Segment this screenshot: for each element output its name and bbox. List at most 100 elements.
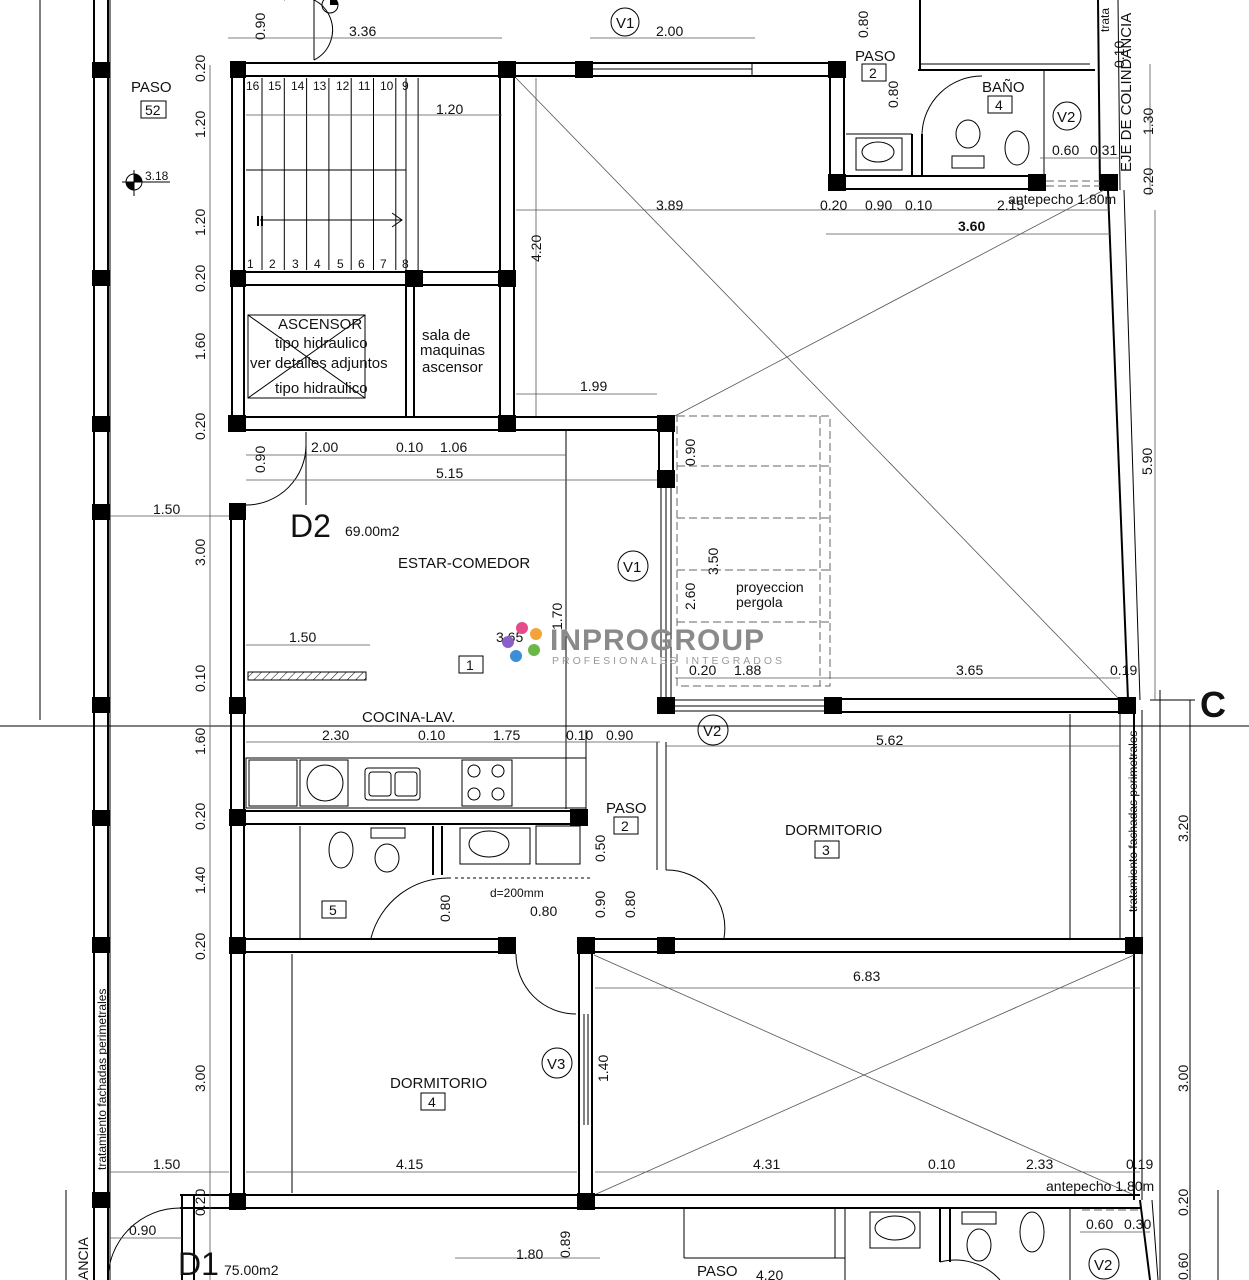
svg-text:2.60: 2.60	[682, 583, 698, 610]
machine-room-1: sala de	[422, 327, 470, 344]
pergola	[676, 415, 831, 687]
svg-text:0.31: 0.31	[1090, 142, 1117, 158]
svg-text:0.89: 0.89	[557, 1231, 573, 1258]
void-diagonals	[515, 77, 1135, 1196]
window-v3: V3	[547, 1056, 565, 1073]
svg-text:3.00: 3.00	[192, 539, 208, 566]
room-dormitorio-3-number: 3	[822, 842, 830, 858]
svg-text:0.10: 0.10	[396, 439, 423, 455]
svg-text:2.15: 2.15	[997, 197, 1024, 213]
svg-text:0.19: 0.19	[1126, 1156, 1153, 1172]
svg-text:6: 6	[358, 257, 365, 271]
svg-text:1.06: 1.06	[440, 439, 467, 455]
window-v1-mid: V1	[623, 559, 641, 576]
svg-text:0.90: 0.90	[129, 1222, 156, 1238]
svg-text:1.99: 1.99	[580, 378, 607, 394]
room-number-boxes	[140, 63, 1013, 1111]
section-axis-c: C	[1200, 684, 1226, 725]
svg-text:16: 16	[246, 79, 260, 93]
pergola-label-1: proyeccion	[736, 579, 804, 595]
room-paso-2-top: PASO	[855, 48, 896, 65]
stair-core-walls	[228, 61, 846, 432]
window-v2-mid: V2	[703, 723, 721, 740]
room-paso-2-mid: PASO	[606, 800, 647, 817]
room-dormitorio-3: DORMITORIO	[785, 822, 882, 839]
svg-text:0.19: 0.19	[1110, 662, 1137, 678]
svg-text:14: 14	[291, 79, 305, 93]
unit-d2-code: D2	[290, 508, 331, 544]
svg-text:1.60: 1.60	[192, 728, 208, 755]
svg-text:0.50: 0.50	[592, 835, 608, 862]
svg-text:0.20: 0.20	[689, 662, 716, 678]
room-paso-2-top-number: 2	[869, 65, 877, 81]
svg-text:0.20: 0.20	[192, 55, 208, 82]
svg-text:1.75: 1.75	[493, 727, 520, 743]
room-paso-2-mid-number: 2	[621, 818, 629, 834]
watermark-logo: INPROGROUP PROFESIONALES INTEGRADOS	[502, 622, 782, 667]
svg-text:0.20: 0.20	[192, 413, 208, 440]
machine-room-3: ascensor	[422, 359, 483, 376]
svg-text:4: 4	[314, 257, 321, 271]
svg-text:2.30: 2.30	[322, 727, 349, 743]
dimension-lines	[110, 37, 1156, 1280]
svg-text:0.10: 0.10	[418, 727, 445, 743]
svg-text:0.20: 0.20	[1140, 168, 1156, 195]
antepecho-top: antepecho 1.80m	[1008, 191, 1116, 207]
svg-text:1.60: 1.60	[192, 333, 208, 360]
stair-treads	[246, 78, 419, 270]
svg-text:0.20: 0.20	[820, 197, 847, 213]
top-bathroom	[828, 0, 1118, 191]
room-estar-comedor: ESTAR-COMEDOR	[398, 555, 530, 572]
svg-text:2.00: 2.00	[311, 439, 338, 455]
svg-text:3.60: 3.60	[958, 218, 985, 234]
svg-text:3.50: 3.50	[705, 548, 721, 575]
svg-text:4.31: 4.31	[753, 1156, 780, 1172]
room-dormitorio-4-number: 4	[428, 1094, 436, 1110]
room-bano-4: BAÑO	[982, 79, 1025, 96]
svg-text:1.20: 1.20	[192, 209, 208, 236]
svg-text:1.50: 1.50	[153, 501, 180, 517]
svg-text:0.20: 0.20	[192, 933, 208, 960]
unit-d1-area: 75.00m2	[224, 1262, 279, 1278]
window-v2-top: V2	[1057, 109, 1075, 126]
svg-text:3.00: 3.00	[192, 1065, 208, 1092]
antepecho-bottom: antepecho 1.80m	[1046, 1178, 1154, 1194]
eje-colindancia: EJE DE COLINDANCIA	[1118, 13, 1135, 172]
stair-numbers: 16 15 14 13 12 11 10 9 1 2 3 4 5 6 7 8	[246, 79, 409, 271]
section-marker	[1150, 690, 1219, 1280]
svg-text:1.20: 1.20	[436, 101, 463, 117]
svg-text:4.20: 4.20	[528, 235, 544, 262]
svg-text:0.60: 0.60	[1052, 142, 1079, 158]
svg-text:0.90: 0.90	[592, 891, 608, 918]
svg-text:1.80: 1.80	[516, 1246, 543, 1262]
svg-text:0.90: 0.90	[682, 439, 698, 466]
svg-text:9: 9	[402, 79, 409, 93]
stair-arrow	[257, 212, 403, 228]
svg-text:1.50: 1.50	[289, 629, 316, 645]
elevator-label: ASCENSOR	[278, 316, 362, 333]
svg-text:1.70: 1.70	[549, 603, 565, 630]
svg-text:0.10: 0.10	[905, 197, 932, 213]
lower-walls	[107, 953, 1140, 1280]
fachada-right: tratamiento fachadas perimetrales	[1126, 731, 1140, 912]
svg-text:0.20: 0.20	[192, 803, 208, 830]
svg-text:5: 5	[337, 257, 344, 271]
svg-text:0.60: 0.60	[1086, 1216, 1113, 1232]
svg-text:0.10: 0.10	[1111, 41, 1127, 68]
window-tag-v2-top	[1052, 101, 1082, 131]
room-bano-4-number: 4	[995, 97, 1003, 113]
svg-text:1: 1	[247, 257, 254, 271]
svg-text:0.80: 0.80	[855, 11, 871, 38]
svg-text:0.20: 0.20	[192, 1189, 208, 1216]
svg-text:3.36: 3.36	[349, 23, 376, 39]
room-bano-5-number: 5	[329, 902, 337, 918]
svg-text:4.20: 4.20	[756, 1267, 783, 1280]
svg-text:5.15: 5.15	[436, 465, 463, 481]
window-v2-bottom: V2	[1094, 1257, 1112, 1274]
svg-text:0.80: 0.80	[885, 81, 901, 108]
svg-text:5.62: 5.62	[876, 732, 903, 748]
window-tag-v3	[541, 1047, 573, 1079]
svg-text:0.80: 0.80	[622, 891, 638, 918]
svg-text:12: 12	[336, 79, 350, 93]
svg-text:0.30: 0.30	[1124, 1216, 1151, 1232]
